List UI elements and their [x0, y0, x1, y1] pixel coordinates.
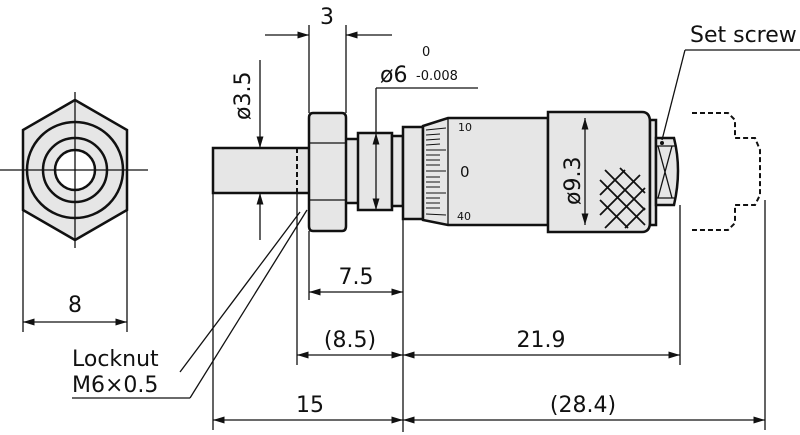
set-screw-label: Set screw	[690, 23, 797, 48]
locknut	[307, 111, 348, 233]
hex-width-dim: 8	[68, 293, 82, 318]
set-screw	[654, 136, 680, 207]
dimensions: 3 ø3.5 ø6 0 -0.008 ø9.3 Set screw 7.5 (8…	[72, 5, 800, 432]
scale-10: 10	[458, 121, 472, 134]
svg-text:(28.4): (28.4)	[550, 393, 616, 418]
spindle	[211, 146, 312, 195]
svg-text:(8.5): (8.5)	[324, 328, 376, 353]
hex-nut-end-view: 8	[0, 92, 148, 332]
sleeve	[356, 131, 394, 212]
svg-text:7.5: 7.5	[339, 265, 374, 290]
svg-text:ø9.3: ø9.3	[561, 157, 586, 205]
locknut-label: Locknut	[72, 347, 159, 372]
svg-text:0: 0	[422, 45, 430, 60]
svg-text:21.9: 21.9	[517, 328, 566, 353]
svg-text:-0.008: -0.008	[416, 69, 458, 84]
svg-text:15: 15	[296, 393, 324, 418]
scale-40: 40	[457, 210, 471, 223]
scale-0: 0	[460, 163, 470, 181]
thread-label: M6×0.5	[72, 373, 158, 398]
knurl-pattern	[599, 167, 646, 229]
svg-text:3: 3	[320, 5, 334, 30]
svg-text:ø3.5: ø3.5	[231, 72, 256, 120]
svg-text:ø6: ø6	[380, 63, 407, 88]
micrometer-side-view: 10 0 40	[211, 110, 761, 234]
